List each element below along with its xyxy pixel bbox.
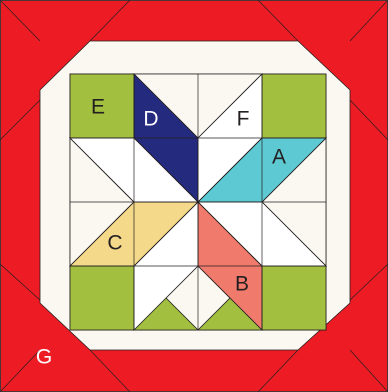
label-e: E <box>91 96 105 119</box>
label-c: C <box>107 232 122 255</box>
label-b: B <box>235 273 249 296</box>
label-d: D <box>143 108 158 131</box>
label-g: G <box>36 346 52 369</box>
label-a: A <box>272 146 286 169</box>
label-f: F <box>237 108 250 131</box>
